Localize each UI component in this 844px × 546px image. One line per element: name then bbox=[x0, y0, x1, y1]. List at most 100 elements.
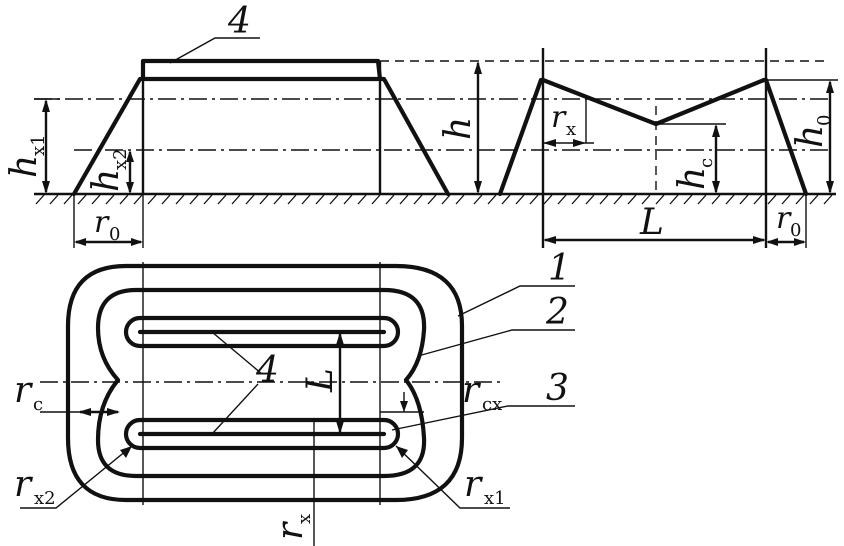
ground-hatch-mark bbox=[711, 194, 721, 205]
svg-text:h: h bbox=[4, 155, 45, 178]
label-h0: h 0 bbox=[790, 115, 835, 148]
ground-hatch-mark bbox=[77, 194, 87, 205]
plan-view: L 1 2 3 4 r c r cx r x2 bbox=[14, 248, 575, 546]
leader-1 bbox=[457, 285, 575, 317]
ground-hatching-right bbox=[473, 194, 833, 205]
ground-hatch-mark bbox=[245, 194, 255, 205]
label-hx2: h x2 bbox=[86, 148, 131, 192]
svg-text:x1: x1 bbox=[28, 134, 49, 156]
svg-text:c: c bbox=[33, 394, 43, 415]
ground-hatch-mark bbox=[49, 194, 59, 205]
ground-hatch-mark bbox=[189, 194, 199, 205]
svg-text:r: r bbox=[270, 521, 311, 540]
label-rx: r x bbox=[551, 100, 576, 140]
svg-text:x: x bbox=[294, 514, 315, 524]
ground-hatch-mark bbox=[809, 194, 819, 205]
svg-text:h: h bbox=[790, 125, 831, 148]
ground-hatch-mark bbox=[753, 194, 763, 205]
label-rx-bottom: r x bbox=[270, 514, 315, 540]
leader-2 bbox=[417, 329, 575, 357]
svg-text:x2: x2 bbox=[110, 148, 131, 170]
contour-2 bbox=[95, 287, 427, 479]
label-L-top: L bbox=[639, 202, 664, 243]
ground-hatch-mark bbox=[147, 194, 157, 205]
ground-hatch-mark bbox=[669, 194, 679, 205]
svg-text:c: c bbox=[696, 158, 717, 168]
svg-text:0: 0 bbox=[790, 220, 801, 241]
label-rc: r c bbox=[14, 370, 43, 415]
svg-text:r: r bbox=[464, 464, 483, 505]
ground-hatch-mark bbox=[627, 194, 637, 205]
label-4-top: 4 bbox=[227, 1, 251, 42]
label-rx1: r x1 bbox=[464, 464, 506, 509]
ground-hatch-mark bbox=[441, 194, 451, 205]
slot-upper bbox=[123, 315, 401, 349]
ground-hatch-mark bbox=[217, 194, 227, 205]
svg-text:r: r bbox=[551, 100, 567, 135]
ground-hatch-mark bbox=[301, 194, 311, 205]
leader-rx2 bbox=[20, 445, 133, 509]
ground-hatch-mark bbox=[119, 194, 129, 205]
svg-text:r: r bbox=[14, 370, 33, 411]
ground-hatch-mark bbox=[385, 194, 395, 205]
svg-text:h: h bbox=[86, 169, 127, 192]
ground-hatch-mark bbox=[343, 194, 353, 205]
label-4-plan: 4 bbox=[255, 350, 279, 391]
section-profile bbox=[497, 77, 809, 197]
ground-hatch-mark bbox=[487, 194, 497, 205]
label-1: 1 bbox=[548, 248, 571, 289]
svg-text:x1: x1 bbox=[484, 488, 506, 509]
ground-hatch-mark bbox=[455, 194, 465, 205]
svg-text:x2: x2 bbox=[34, 488, 56, 509]
ground-hatch-mark bbox=[697, 194, 707, 205]
ground-hatch-mark bbox=[231, 194, 241, 205]
ground-hatch-mark bbox=[683, 194, 693, 205]
ground-hatch-mark bbox=[315, 194, 325, 205]
label-r0-left: r 0 bbox=[94, 205, 120, 245]
svg-text:r: r bbox=[14, 464, 33, 505]
label-h: h bbox=[438, 117, 479, 140]
ground-hatch-mark bbox=[795, 194, 805, 205]
leader-3 bbox=[391, 405, 575, 431]
ground-hatch-mark bbox=[781, 194, 791, 205]
ground-hatch-mark bbox=[133, 194, 143, 205]
ground-hatch-mark bbox=[725, 194, 735, 205]
leader-4-top bbox=[169, 37, 260, 64]
ground-hatch-mark bbox=[473, 194, 483, 205]
svg-text:r: r bbox=[776, 201, 792, 236]
contour-1 bbox=[65, 263, 465, 503]
ground-hatching-left bbox=[35, 194, 465, 205]
ground-hatch-mark bbox=[273, 194, 283, 205]
ground-hatch-mark bbox=[641, 194, 651, 205]
svg-text:h: h bbox=[672, 167, 713, 190]
svg-text:0: 0 bbox=[109, 224, 120, 245]
ground-hatch-mark bbox=[823, 194, 833, 205]
label-3: 3 bbox=[546, 368, 569, 409]
ground-hatch-mark bbox=[599, 194, 609, 205]
ground-hatch-mark bbox=[413, 194, 423, 205]
ground-hatch-mark bbox=[329, 194, 339, 205]
label-rcx: r cx bbox=[462, 370, 502, 415]
ground-hatch-mark bbox=[371, 194, 381, 205]
ground-hatch-mark bbox=[63, 194, 73, 205]
ground-hatch-mark bbox=[585, 194, 595, 205]
label-r0-right: r 0 bbox=[776, 201, 801, 241]
label-2: 2 bbox=[545, 292, 569, 333]
svg-text:r: r bbox=[462, 370, 481, 411]
ground-hatch-mark bbox=[175, 194, 185, 205]
svg-text:cx: cx bbox=[482, 394, 502, 415]
ground-hatch-mark bbox=[259, 194, 269, 205]
slot-lower bbox=[123, 417, 401, 451]
ground-hatch-mark bbox=[427, 194, 437, 205]
ground-hatch-mark bbox=[655, 194, 665, 205]
pile-outline-left bbox=[71, 58, 451, 197]
ground-hatch-mark bbox=[571, 194, 581, 205]
svg-text:0: 0 bbox=[814, 115, 835, 126]
svg-text:x: x bbox=[566, 119, 576, 140]
left-elevation: 4 h x1 h x2 r 0 h bbox=[4, 1, 830, 248]
ground-hatch-mark bbox=[501, 194, 511, 205]
ground-hatch-mark bbox=[287, 194, 297, 205]
ground-hatch-mark bbox=[105, 194, 115, 205]
ground-hatch-mark bbox=[767, 194, 777, 205]
